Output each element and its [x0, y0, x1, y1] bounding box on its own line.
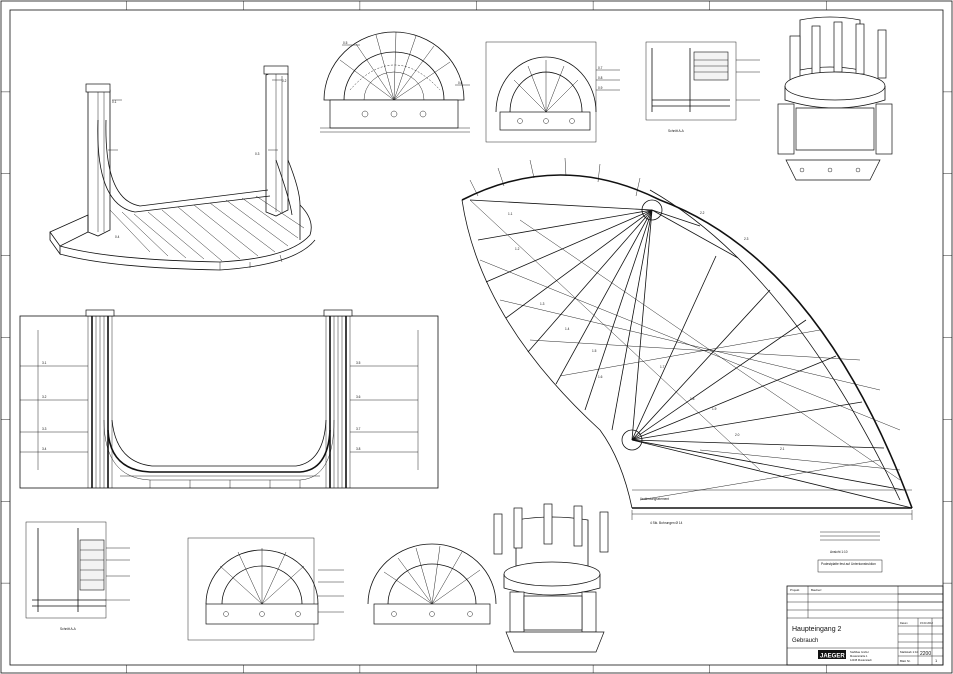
stair-plan-view: 1.1 1.2 1.3 1.4 1.5 1.6 1.7 1.8 1.9 2.0 2.1 2.… — [461, 157, 913, 525]
svg-text:1.7: 1.7 — [660, 365, 665, 369]
iso-detail-bracket-bottom — [493, 503, 609, 653]
svg-text:Schnitt A-A: Schnitt A-A — [668, 129, 685, 133]
svg-text:0.3: 0.3 — [255, 152, 260, 156]
svg-text:3.1: 3.1 — [42, 361, 47, 365]
title-scale: Maßstab 1:10 — [900, 650, 919, 654]
company-line-1: Stahlbau GmbH — [850, 650, 869, 654]
title-block: Projekt Bauherr Haupteingang 2 Gebrauch … — [786, 585, 944, 666]
title-project-name: Haupteingang 2 — [792, 626, 842, 633]
svg-text:0.4: 0.4 — [115, 235, 120, 239]
svg-text:1.1: 1.1 — [508, 212, 513, 216]
title-rev-label: Blatt Nr. — [900, 659, 911, 663]
svg-text:2.0: 2.0 — [735, 433, 740, 437]
svg-text:1.2: 1.2 — [515, 247, 520, 251]
svg-text:0.1: 0.1 — [112, 100, 117, 104]
plan-detail-3 — [187, 537, 344, 641]
svg-text:Verbindungselement: Verbindungselement — [640, 497, 669, 501]
plan-detail-2: 0.7 0.8 0.9 — [485, 41, 620, 143]
svg-text:2.1: 2.1 — [780, 447, 785, 451]
svg-text:3.8: 3.8 — [356, 447, 361, 451]
svg-text:1.5: 1.5 — [592, 349, 597, 353]
svg-text:2.2: 2.2 — [700, 211, 705, 215]
svg-text:Schnitt A-A: Schnitt A-A — [60, 627, 77, 631]
title-label-project: Projekt — [790, 588, 800, 592]
title-date-value: 15.03.2012 — [920, 621, 934, 625]
svg-text:3.5: 3.5 — [356, 361, 361, 365]
company-line-2: Musterstraße 1 — [850, 654, 868, 658]
svg-text:0.6: 0.6 — [458, 81, 463, 85]
title-sheet-number: 2200 — [920, 651, 931, 657]
svg-text:3.4: 3.4 — [42, 447, 47, 451]
plan-detail-4 — [367, 543, 497, 625]
title-label-client: Bauherr — [811, 588, 822, 592]
svg-text:0.5: 0.5 — [343, 41, 348, 45]
svg-text:0.9: 0.9 — [598, 86, 603, 90]
svg-text:1.8: 1.8 — [690, 397, 695, 401]
stair-elevation-view: 3.1 3.2 3.3 3.4 3.5 3.6 3.7 3.8 — [19, 309, 439, 489]
svg-text:2.3: 2.3 — [744, 237, 749, 241]
plan-detail-1: 0.5 0.6 — [320, 31, 470, 133]
detail-note-block: Ansicht 1:10 Podestplatte fest auf Unter… — [817, 531, 883, 573]
title-subtitle: Gebrauch — [792, 638, 818, 644]
svg-text:3.6: 3.6 — [356, 395, 361, 399]
svg-text:0.8: 0.8 — [598, 76, 603, 80]
svg-text:1.9: 1.9 — [712, 407, 717, 411]
svg-text:1.4: 1.4 — [565, 327, 570, 331]
svg-text:4 Stk. Bohrungen Ø 14: 4 Stk. Bohrungen Ø 14 — [650, 521, 683, 525]
svg-text:1.6: 1.6 — [598, 375, 603, 379]
svg-text:Podestplatte fest auf Unterkon: Podestplatte fest auf Unterkonstruktion — [821, 562, 876, 566]
section-detail-bottom: Schnitt A-A — [25, 521, 130, 631]
svg-text:Ansicht 1:10: Ansicht 1:10 — [830, 550, 848, 554]
title-rev-value: 1 — [935, 658, 938, 663]
svg-text:0.7: 0.7 — [598, 66, 603, 70]
iso-detail-bracket-top — [777, 16, 893, 181]
iso-view-stair: 0.1 0.2 0.3 0.4 — [49, 65, 316, 271]
section-detail-top: Schnitt A-A — [645, 41, 760, 133]
svg-text:3.2: 3.2 — [42, 395, 47, 399]
company-line-3: 12345 Musterstadt — [850, 658, 872, 662]
svg-text:0.2: 0.2 — [282, 79, 287, 83]
title-date-label: Datum — [900, 621, 908, 625]
company-logo: JAEGER — [820, 654, 845, 660]
svg-text:3.3: 3.3 — [42, 427, 47, 431]
svg-text:1.3: 1.3 — [540, 302, 545, 306]
svg-text:3.7: 3.7 — [356, 427, 361, 431]
